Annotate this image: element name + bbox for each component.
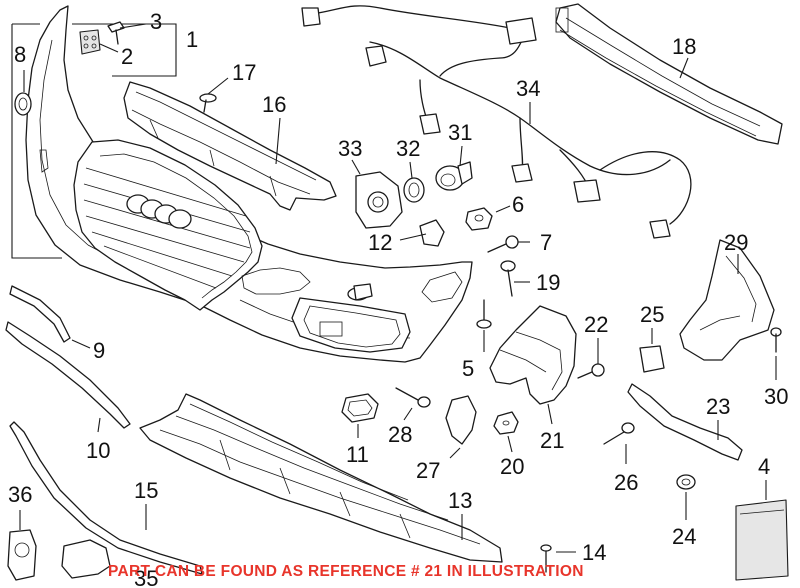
sensor-ring bbox=[403, 177, 425, 203]
callout-19: 19 bbox=[536, 270, 560, 295]
callout-35: 35 bbox=[134, 566, 158, 588]
clip-26 bbox=[603, 422, 635, 445]
bolt-24 bbox=[676, 474, 696, 490]
screw-17 bbox=[199, 93, 217, 113]
impact-bar bbox=[555, 3, 783, 145]
strip-bracket bbox=[627, 383, 743, 461]
wiring-harness bbox=[301, 5, 692, 239]
callout-2: 2 bbox=[121, 44, 133, 69]
callout-31: 31 bbox=[448, 120, 472, 145]
callout-36: 36 bbox=[8, 482, 32, 507]
under-shield bbox=[139, 393, 503, 563]
callout-10: 10 bbox=[86, 438, 110, 463]
callout-27: 27 bbox=[416, 458, 440, 483]
reference-footnote: PART CAN BE FOUND AS REFERENCE # 21 IN I… bbox=[108, 563, 584, 580]
bracket-27 bbox=[445, 395, 477, 445]
callout-numbers: 1 2 3 4 5 6 7 8 9 10 11 12 13 14 15 16 1… bbox=[8, 9, 788, 588]
upper-bracket bbox=[123, 81, 337, 211]
callout-29: 29 bbox=[724, 230, 748, 255]
bolt-19 bbox=[500, 260, 516, 297]
sensor-bracket bbox=[355, 171, 403, 229]
callout-8: 8 bbox=[14, 42, 26, 67]
lower-strip bbox=[9, 421, 203, 575]
bolt-22 bbox=[577, 363, 605, 379]
callout-26: 26 bbox=[614, 470, 638, 495]
clip-25 bbox=[639, 345, 665, 373]
callout-20: 20 bbox=[500, 454, 524, 479]
callout-18: 18 bbox=[672, 34, 696, 59]
pin-28 bbox=[395, 387, 431, 408]
clip-and-screw bbox=[79, 21, 125, 55]
bolt-7 bbox=[487, 235, 519, 253]
mounting-bracket-21 bbox=[489, 305, 577, 405]
callout-28: 28 bbox=[388, 422, 412, 447]
nut-20 bbox=[493, 411, 519, 435]
clip-12 bbox=[419, 219, 445, 247]
callout-22: 22 bbox=[584, 312, 608, 337]
callout-1: 1 bbox=[186, 27, 198, 52]
bolt-14 bbox=[540, 544, 552, 573]
callout-17: 17 bbox=[232, 60, 256, 85]
parking-sensor bbox=[435, 161, 473, 191]
callout-34: 34 bbox=[516, 76, 540, 101]
callout-4: 4 bbox=[758, 454, 770, 479]
trim-strips bbox=[5, 285, 131, 429]
callout-15: 15 bbox=[134, 478, 158, 503]
seal-11 bbox=[341, 393, 379, 423]
callout-30: 30 bbox=[764, 384, 788, 409]
leader-lines bbox=[19, 23, 777, 553]
callout-14: 14 bbox=[582, 540, 606, 565]
bolt-30 bbox=[770, 327, 782, 353]
lower-components bbox=[7, 529, 111, 581]
callout-25: 25 bbox=[640, 302, 664, 327]
callout-9: 9 bbox=[93, 338, 105, 363]
callout-13: 13 bbox=[448, 488, 472, 513]
hardware-bag bbox=[735, 499, 789, 581]
callout-5: 5 bbox=[462, 356, 474, 381]
callout-7: 7 bbox=[540, 230, 552, 255]
side-bracket bbox=[679, 239, 775, 361]
callout-33: 33 bbox=[338, 136, 362, 161]
grommet bbox=[14, 92, 32, 116]
callout-21: 21 bbox=[540, 428, 564, 453]
callout-23: 23 bbox=[706, 394, 730, 419]
bumper-assembly-bracket bbox=[11, 23, 177, 259]
bumper-cover bbox=[25, 5, 473, 363]
callout-11: 11 bbox=[346, 442, 369, 467]
nut-6 bbox=[465, 207, 493, 231]
callout-6: 6 bbox=[512, 192, 524, 217]
callout-12: 12 bbox=[368, 230, 392, 255]
callout-16: 16 bbox=[262, 92, 286, 117]
callout-32: 32 bbox=[396, 136, 420, 161]
bolt-5 bbox=[476, 299, 492, 329]
callout-24: 24 bbox=[672, 524, 696, 549]
callout-3: 3 bbox=[150, 9, 162, 34]
